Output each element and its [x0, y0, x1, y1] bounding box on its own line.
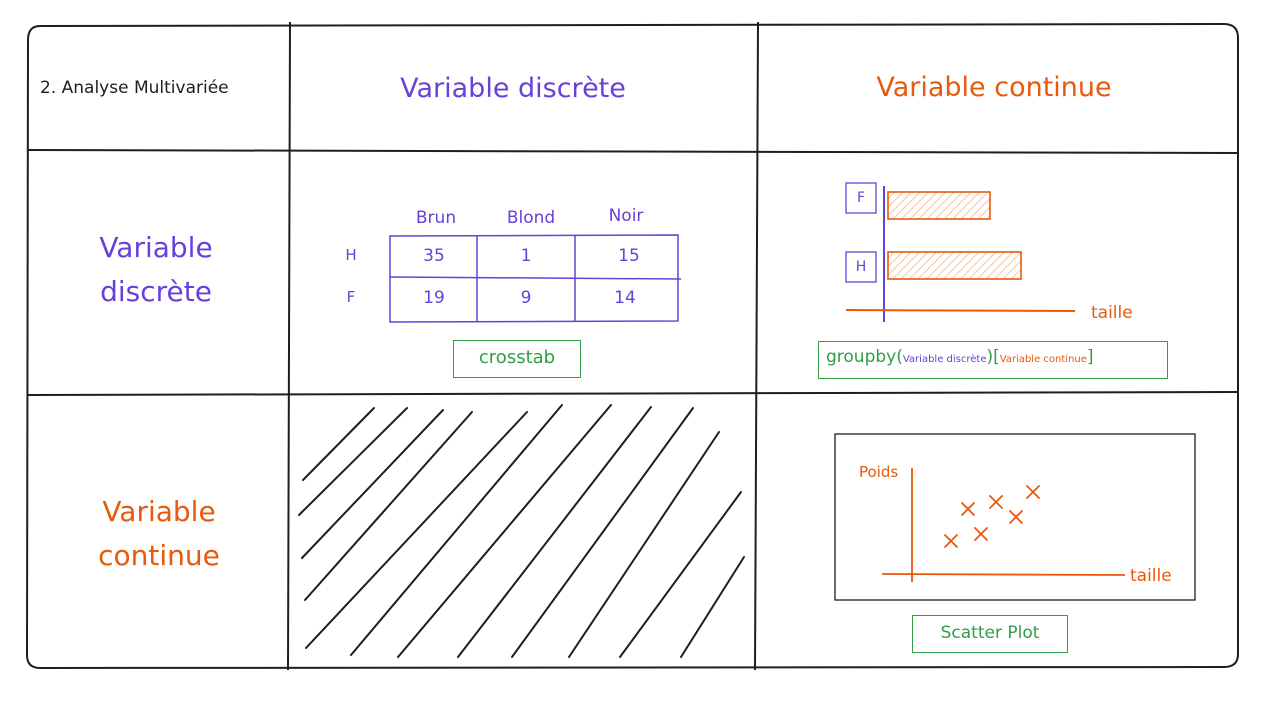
crosstab-method-box	[453, 340, 581, 378]
crosstab-col-label: Noir	[608, 206, 644, 226]
groupby-axis-label: taille	[1091, 303, 1133, 323]
scatter-frame	[834, 433, 1196, 601]
scatter-point	[1026, 485, 1040, 499]
groupby-chart	[845, 182, 1076, 322]
crosstab-grid	[389, 234, 682, 323]
crosstab-row-label: H	[345, 246, 357, 264]
crosstab-cell: 1	[520, 246, 532, 266]
crosstab-row-label: F	[346, 288, 356, 306]
scatter-chart	[834, 433, 1196, 601]
groupby-method-arg1: Variable discrète	[902, 354, 987, 365]
scatter-point	[961, 502, 975, 516]
groupby-bar	[887, 191, 991, 220]
crosstab-cell: 14	[614, 288, 636, 308]
crosstab-cell: 19	[423, 288, 445, 308]
crosstab-cell: 9	[520, 288, 532, 308]
col-header-continuous: Variable continue	[876, 72, 1112, 103]
matrix-grid	[25, 21, 1239, 671]
groupby-method-box	[818, 341, 1168, 379]
empty-cell-hatching	[298, 404, 745, 658]
crosstab-cell: 35	[423, 246, 445, 266]
col-header-discrete: Variable discrète	[400, 73, 626, 104]
groupby-bar	[887, 251, 1022, 280]
scatter-points	[944, 485, 1040, 548]
groupby-method-arg2: Variable continue	[999, 354, 1087, 365]
groupby-bar-label-f: F	[856, 190, 866, 206]
crosstab-method-label: crosstab	[478, 347, 556, 368]
scatter-point	[989, 495, 1003, 509]
crosstab-col-label: Blond	[506, 208, 556, 228]
row-header-continuous: Variable continue	[98, 495, 220, 572]
crosstab-cell: 15	[618, 246, 640, 266]
groupby-method-label: groupby(Variable discrète)[Variable cont…	[826, 347, 1094, 367]
row-header-discrete: Variable discrète	[99, 231, 213, 308]
scatter-method-box	[912, 615, 1068, 653]
corner-title: 2. Analyse Multivariée	[40, 78, 229, 98]
crosstab-col-label: Brun	[415, 208, 457, 228]
groupby-method-suffix: ]	[1086, 347, 1094, 367]
scatter-method-label: Scatter Plot	[940, 623, 1040, 643]
groupby-bar-label-h: H	[855, 259, 867, 275]
scatter-point	[974, 527, 988, 541]
scatter-ylabel: Poids	[859, 463, 899, 481]
scatter-xlabel: taille	[1130, 566, 1172, 586]
groupby-method-prefix: groupby(	[826, 347, 903, 367]
scatter-point	[944, 534, 958, 548]
label-box-h	[845, 251, 877, 283]
groupby-method-mid: )[	[986, 347, 1000, 367]
label-box-f	[845, 182, 877, 214]
scatter-point	[1009, 510, 1023, 524]
